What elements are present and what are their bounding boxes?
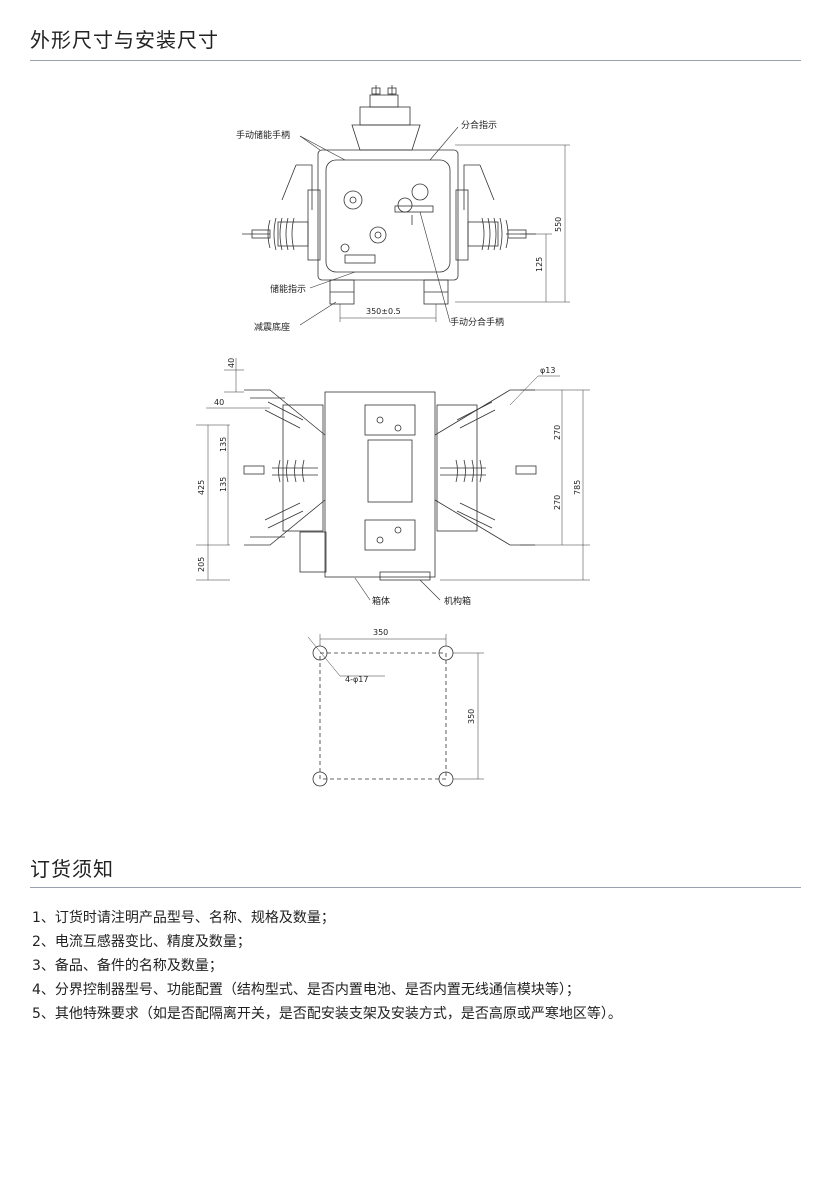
dim-upper-135: 135 [219,437,228,452]
dim-mount-holes: 4-φ17 [345,675,368,684]
dim-front-width: 350±0.5 [366,307,401,316]
mounting-plan [307,634,484,787]
dim-mount-width: 350 [373,628,388,637]
list-item: 1、订货时请注明产品型号、名称、规格及数量； [32,910,335,926]
dim-lower-135: 135 [219,477,228,492]
label-tank: 箱体 [372,595,390,607]
dim-bottom-205: 205 [197,557,206,572]
dim-top-offset: 40 [227,358,236,368]
list-item: 2、电流互感器变比、精度及数量； [32,934,251,950]
label-close-open-indicator: 分合指示 [461,119,497,131]
dim-front-lower: 125 [535,257,544,272]
dim-front-height: 550 [554,217,563,232]
list-item: 5、其他特殊要求（如是否配隔离开关，是否配安装支架及安装方式，是否高原或严寒地区… [32,1006,622,1022]
section-title-ordering: 订货须知 [30,857,114,881]
dimension-drawing: 手动储能手柄 分合指示 储能指示 减震底座 手动分合手柄 550 125 350… [196,85,590,787]
dim-mount-depth: 350 [467,709,476,724]
list-item: 4、分界控制器型号、功能配置（结构型式、是否内置电池、是否内置无线通信模块等）； [32,982,580,998]
label-mechanism: 机构箱 [444,595,471,607]
label-manual-spring-handle: 手动储能手柄 [236,129,290,141]
dim-phase-lower: 270 [553,495,562,510]
label-manual-trip-handle: 手动分合手柄 [450,316,504,328]
dim-total-785: 785 [573,480,582,495]
dim-hole-13: φ13 [540,366,555,375]
dim-side-offset: 40 [214,398,224,407]
dim-phase-upper: 270 [553,425,562,440]
section-title-dimensions: 外形尺寸与安装尺寸 [30,28,219,52]
label-spring-indicator: 储能指示 [270,283,306,295]
front-view [242,85,570,326]
divider [30,887,801,888]
top-view [196,358,590,601]
label-base: 减震底座 [254,321,290,333]
list-item: 3、备品、备件的名称及数量； [32,958,223,974]
divider [30,60,801,61]
ordering-notes-list: 1、订货时请注明产品型号、名称、规格及数量； 2、电流互感器变比、精度及数量； … [32,906,622,1026]
dim-span-425: 425 [197,480,206,495]
